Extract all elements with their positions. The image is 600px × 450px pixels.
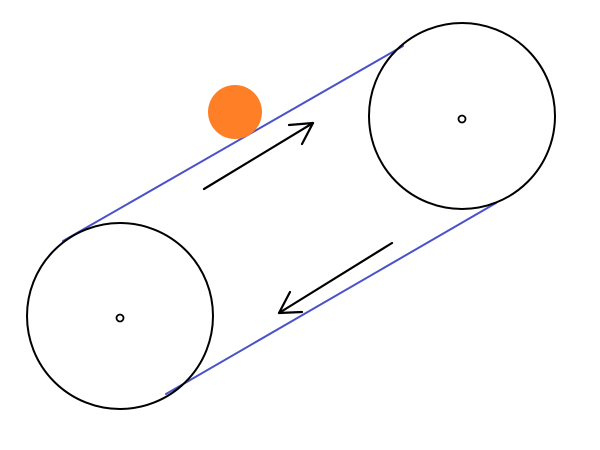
pulley-right-axle [457, 114, 467, 124]
object-ball [208, 85, 262, 139]
belt-bottom [165, 202, 497, 395]
pulley-left-axle [115, 313, 125, 323]
pulley-right [368, 22, 556, 210]
belt-top [62, 45, 404, 242]
arrow-up-right-icon [202, 121, 315, 191]
pulley-left [26, 222, 214, 410]
arrow-down-left-icon [277, 241, 394, 315]
